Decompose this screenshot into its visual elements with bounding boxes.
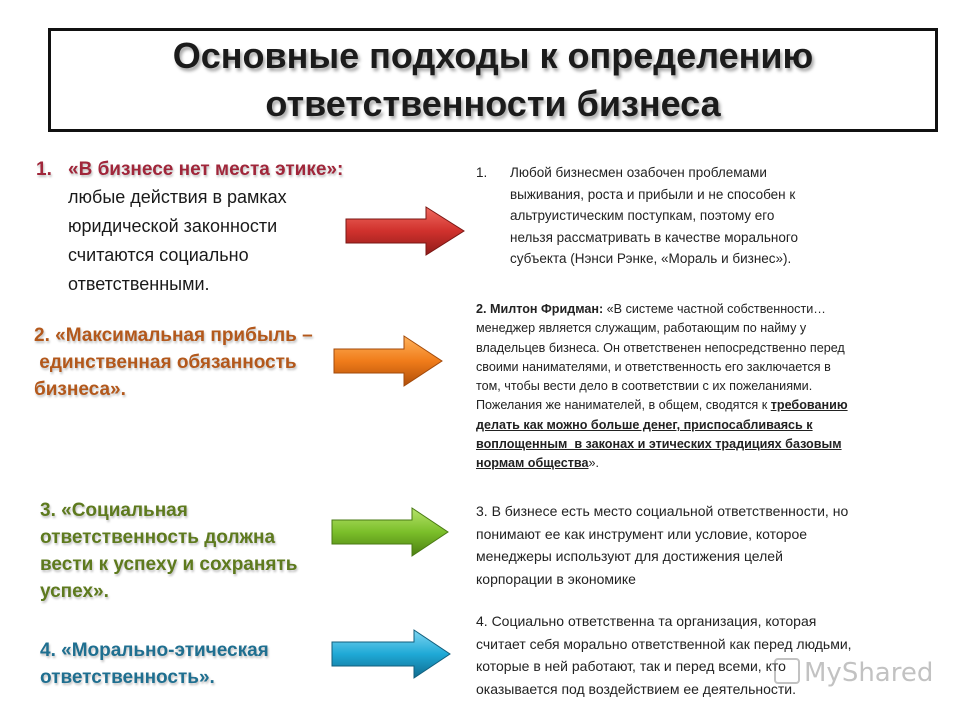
explanation-2-quote-end: ». [588, 456, 599, 471]
explanation-1-line: Любой бизнесмен озабочен проблемами [510, 165, 767, 180]
watermark: MyShared [774, 658, 933, 688]
approach-1-body-line: ответственными. [68, 274, 210, 294]
explanation-2-plain: Пожелания же нанимателей, в общем, сводя… [476, 398, 771, 413]
explanation-2-line-6: Пожелания же нанимателей, в общем, сводя… [476, 396, 946, 415]
approach-1-body-line: считаются социально [68, 245, 249, 265]
explanation-2-bold-line: воплощенным в законах и этических традиц… [476, 437, 842, 452]
explanation-3-line: 3. В бизнесе есть место социальной ответ… [476, 503, 849, 519]
explanation-3-line: корпорации в экономике [476, 570, 636, 587]
explanation-1-line: нельзя рассматривать в качестве морально… [510, 229, 799, 245]
explanation-2-line: том, чтобы вести дело в соответствии с и… [476, 379, 813, 394]
explanation-3: 3. В бизнесе есть место социальной ответ… [476, 500, 946, 590]
explanation-1-line: выживания, роста и прибыли и не способен… [510, 186, 796, 202]
title-line-1: Основные подходы к определению [172, 35, 814, 76]
approach-2-line: единственная обязанность [34, 352, 297, 373]
explanation-1: 1. Любой бизнесмен озабочен проблемами в… [476, 162, 896, 270]
explanation-4-line: 4. Социально ответственна та организация… [476, 613, 817, 629]
approach-2-line: бизнеса». [34, 379, 126, 400]
page-title: Основные подходы к определению ответстве… [173, 32, 813, 128]
approach-1-body-line: любые действия в рамках [68, 187, 287, 207]
approach-1-body: любые действия в рамках юридической зако… [36, 183, 346, 299]
explanation-4-line: оказывается под воздействием ее деятельн… [476, 680, 797, 697]
approach-1-body-line: юридической законности [68, 216, 278, 236]
approach-4-line: ответственность». [40, 667, 215, 688]
watermark-text: MyShared [804, 658, 934, 688]
approach-3-line: ответственность должна [40, 527, 276, 548]
explanation-4-line: считает себя морально ответственной как … [476, 635, 852, 652]
explanation-2-emphasis: требованию [770, 398, 848, 413]
explanation-2-line: своими нанимателями, и ответственность е… [476, 359, 831, 374]
explanation-2-quote-start: «В системе частной собственности… [603, 302, 826, 316]
approach-3: 3. «Социальная ответственность должна ве… [40, 497, 330, 605]
approach-2: 2. «Максимальная прибыль – единственная … [34, 322, 354, 403]
explanation-3-line: понимают ее как инструмент или условие, … [476, 525, 808, 542]
watermark-logo-icon [774, 658, 800, 684]
approach-3-line: 3. «Социальная [40, 500, 188, 521]
approach-4-line: 4. «Морально-этическая [40, 640, 269, 661]
approach-4: 4. «Морально-этическая ответственность». [40, 637, 340, 691]
explanation-2-bold-line: нормам общества [476, 456, 589, 471]
approach-1-number: 1. [36, 159, 52, 180]
approach-3-line: вести к успеху и сохранять [40, 554, 298, 575]
title-line-2: ответственности бизнеса [265, 83, 721, 124]
approach-1: 1. «В бизнесе нет места этике»: любые де… [36, 156, 346, 299]
explanation-2: 2. Милтон Фридман: «В системе частной со… [476, 300, 946, 474]
explanation-1-line: альтруистическим поступкам, поэтому его [510, 208, 775, 223]
blue-arrow-icon [331, 629, 451, 679]
explanation-1-line: субъекта (Нэнси Рэнке, «Мораль и бизнес»… [510, 251, 792, 266]
approach-3-line: успех». [40, 581, 109, 602]
title-box: Основные подходы к определению ответстве… [48, 28, 938, 132]
approach-1-heading: «В бизнесе нет места этике»: [68, 159, 344, 180]
explanation-1-number: 1. [476, 165, 488, 180]
explanation-4-line: которые в ней работают, так и перед всем… [476, 658, 786, 674]
explanation-4: 4. Социально ответственна та организация… [476, 610, 946, 700]
explanation-2-line: владельцев бизнеса. Он ответственен непо… [476, 340, 845, 355]
explanation-2-line-1: 2. Милтон Фридман: «В системе частной со… [476, 300, 946, 319]
red-arrow-icon [345, 206, 465, 256]
green-arrow-icon [331, 507, 449, 557]
approach-1-heading-row: 1. «В бизнесе нет места этике»: [36, 156, 346, 183]
explanation-1-row: 1. Любой бизнесмен озабочен проблемами в… [476, 162, 896, 270]
orange-arrow-icon [333, 335, 443, 387]
explanation-2-lead: 2. Милтон Фридман: [476, 302, 604, 316]
explanation-3-line: менеджеры используют для достижения целе… [476, 548, 783, 564]
explanation-1-text: Любой бизнесмен озабочен проблемами выжи… [510, 162, 798, 270]
explanation-2-last-line: нормам общества». [476, 454, 946, 473]
explanation-2-bold-line: делать как можно больше денег, приспосаб… [476, 417, 813, 432]
approach-2-line: 2. «Максимальная прибыль – [34, 325, 313, 346]
explanation-2-line: менеджер является служащим, работающим п… [476, 321, 807, 336]
